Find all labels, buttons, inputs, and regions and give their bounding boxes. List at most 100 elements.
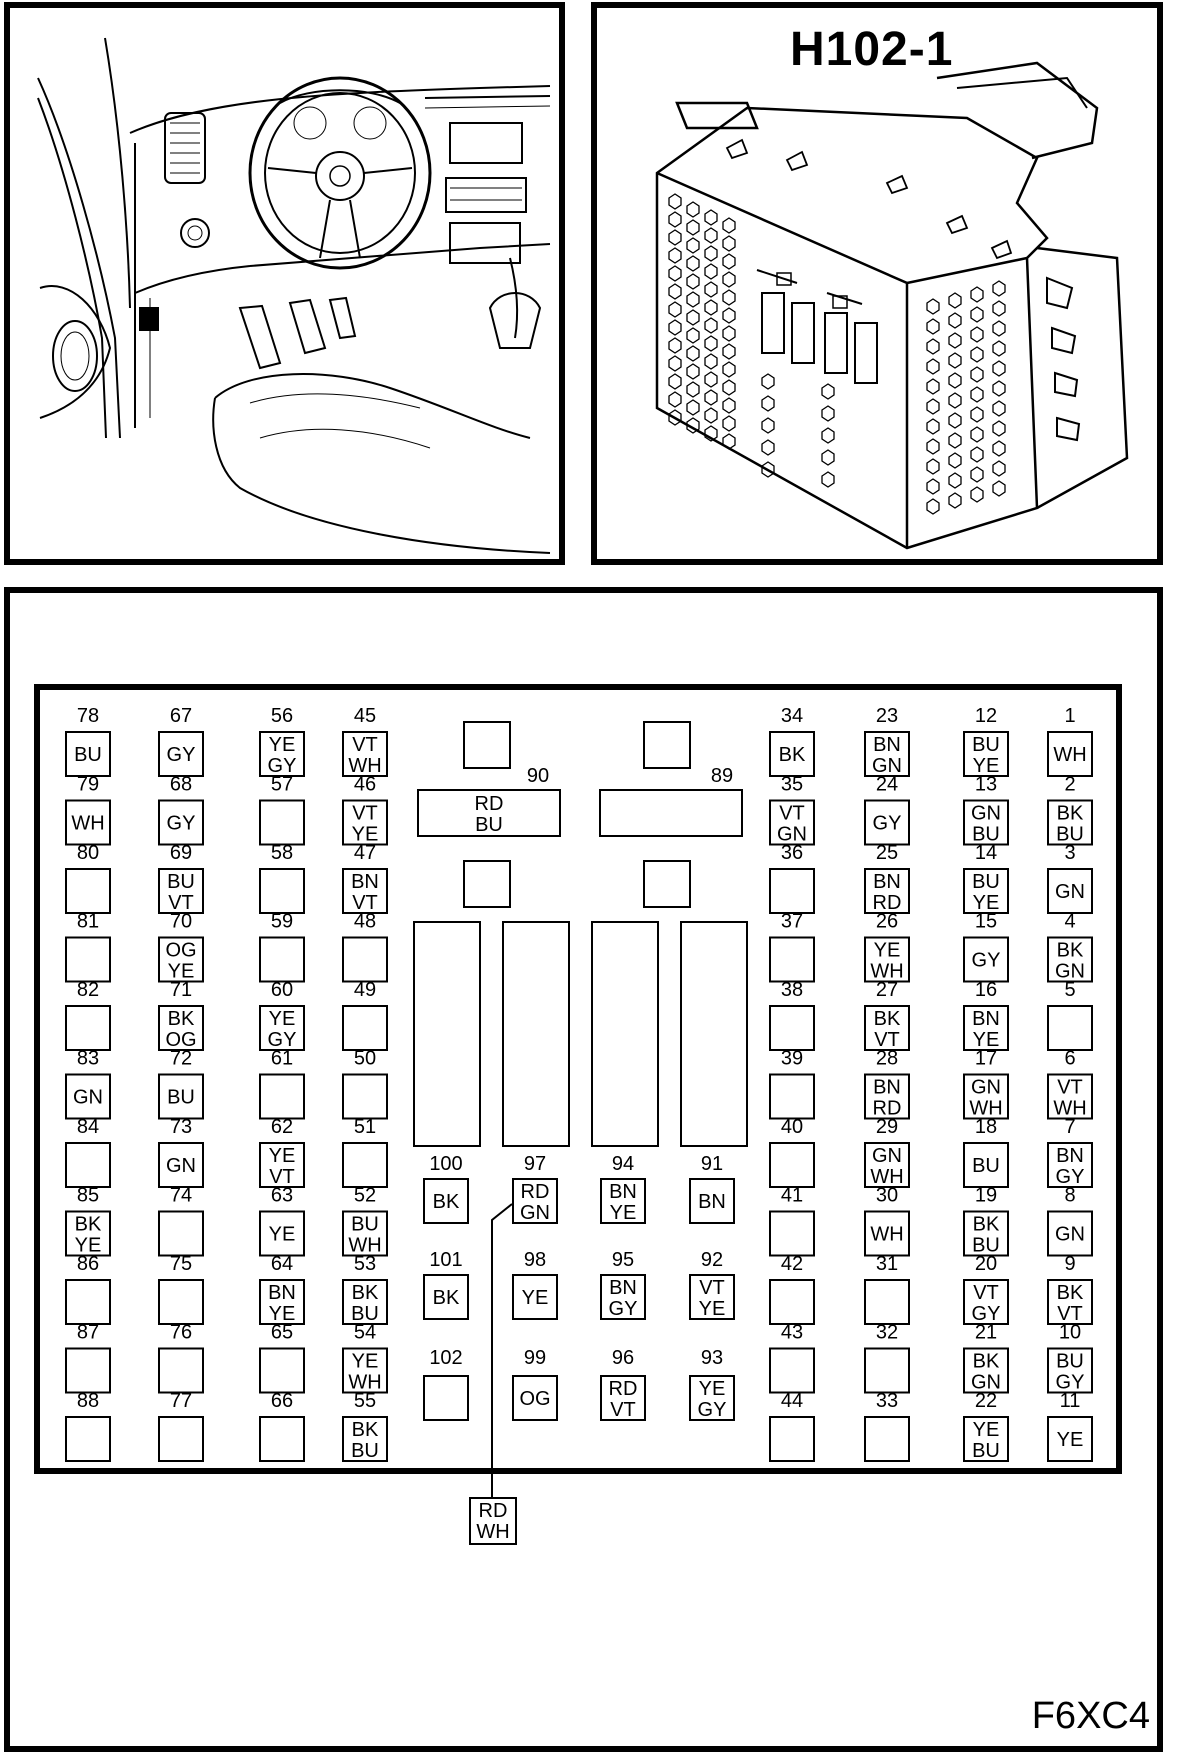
wire-color: RD — [609, 1378, 638, 1400]
pin-43: 43 — [769, 1322, 815, 1394]
pin-number: 96 — [612, 1347, 634, 1369]
wire-color: GN — [872, 755, 902, 777]
pin-number: 28 — [876, 1048, 898, 1070]
connector-drawing — [655, 61, 1129, 550]
pin-number: 97 — [524, 1153, 546, 1175]
wire-color: GN — [520, 1202, 550, 1224]
wire-color: VT — [1057, 1303, 1083, 1325]
pin-cavity — [259, 1073, 305, 1120]
pin-number: 49 — [354, 979, 376, 1001]
wire-color: BN — [609, 1277, 637, 1299]
pin-cavity — [864, 1416, 910, 1462]
pin-cavity — [158, 868, 204, 914]
pin-cavity — [963, 731, 1009, 777]
pin-cavity — [769, 1416, 815, 1462]
pin-cavity — [342, 1416, 388, 1462]
pin-102: 102 — [423, 1347, 469, 1421]
pin-number: 62 — [271, 1116, 293, 1138]
wire-color: BU — [351, 1214, 379, 1236]
pin-40: 40 — [769, 1116, 815, 1188]
pin-74: 74 — [158, 1185, 204, 1257]
wire-color: BU — [167, 871, 195, 893]
pin-cavity — [342, 1142, 388, 1188]
pin-3: 3GN — [1047, 842, 1093, 914]
pin-37: 37 — [769, 911, 815, 983]
wire-color: BK — [1057, 803, 1084, 825]
pin-cavity — [158, 1005, 204, 1051]
wire-color: BK — [352, 1419, 379, 1441]
wire-color: VT — [168, 892, 194, 914]
wire-color: WH — [1053, 744, 1086, 766]
pin-number: 51 — [354, 1116, 376, 1138]
wire-color: GY — [1056, 1372, 1085, 1394]
pin-cavity — [864, 731, 910, 777]
wire-color: BK — [75, 1214, 102, 1236]
pin-cavity — [342, 1073, 388, 1120]
pin-number: 35 — [781, 774, 803, 796]
pin-51: 51 — [342, 1116, 388, 1188]
pin-cavity — [600, 1274, 646, 1320]
pin-41: 41 — [769, 1185, 815, 1257]
pin-cavity — [65, 936, 111, 983]
pin-number: 4 — [1064, 911, 1075, 933]
wire-color: GN — [777, 824, 807, 846]
pin-number: 90 — [527, 765, 549, 787]
pin-number: 38 — [781, 979, 803, 1001]
pin-cavity — [864, 799, 910, 846]
wire-color: GY — [268, 755, 297, 777]
pin-cavity — [158, 936, 204, 983]
pin-cavity — [158, 799, 204, 846]
pin-cavity — [864, 936, 910, 983]
pin-number: 47 — [354, 842, 376, 864]
pin-61: 61 — [259, 1048, 305, 1120]
pin-cavity — [342, 1347, 388, 1394]
pin-cavity — [65, 1210, 111, 1257]
wire-color: YE — [269, 1303, 296, 1325]
pin-number: 40 — [781, 1116, 803, 1138]
pin-number: 17 — [975, 1048, 997, 1070]
pin-80: 80 — [65, 842, 111, 914]
pin-number: 59 — [271, 911, 293, 933]
pin-cavity — [1047, 1073, 1093, 1120]
wire-color: BK — [973, 1214, 1000, 1236]
pin-number: 54 — [354, 1322, 376, 1344]
pin-cavity — [689, 1274, 735, 1320]
wire-color: RD — [475, 793, 504, 815]
pin-number: 22 — [975, 1390, 997, 1412]
wire-color: BK — [973, 1351, 1000, 1373]
pin-cavity — [769, 936, 815, 983]
wire-color: GY — [609, 1298, 638, 1320]
pin-cavity — [769, 1347, 815, 1394]
pin-cavity — [342, 868, 388, 914]
pin-number: 14 — [975, 842, 997, 864]
pin-number: 39 — [781, 1048, 803, 1070]
pin-65: 65 — [259, 1322, 305, 1394]
wire-color: BK — [352, 1282, 379, 1304]
pin-cavity — [864, 1347, 910, 1394]
pin-cavity — [1047, 731, 1093, 777]
wire-color: VT — [874, 1029, 900, 1051]
wire-color: GN — [872, 1145, 902, 1167]
pin-cavity — [864, 1142, 910, 1188]
pin-number: 52 — [354, 1185, 376, 1207]
wire-color: YE — [699, 1378, 726, 1400]
wire-color: BU — [972, 1155, 1000, 1177]
pin-cavity — [1047, 799, 1093, 846]
wire-color: WH — [870, 1166, 903, 1188]
